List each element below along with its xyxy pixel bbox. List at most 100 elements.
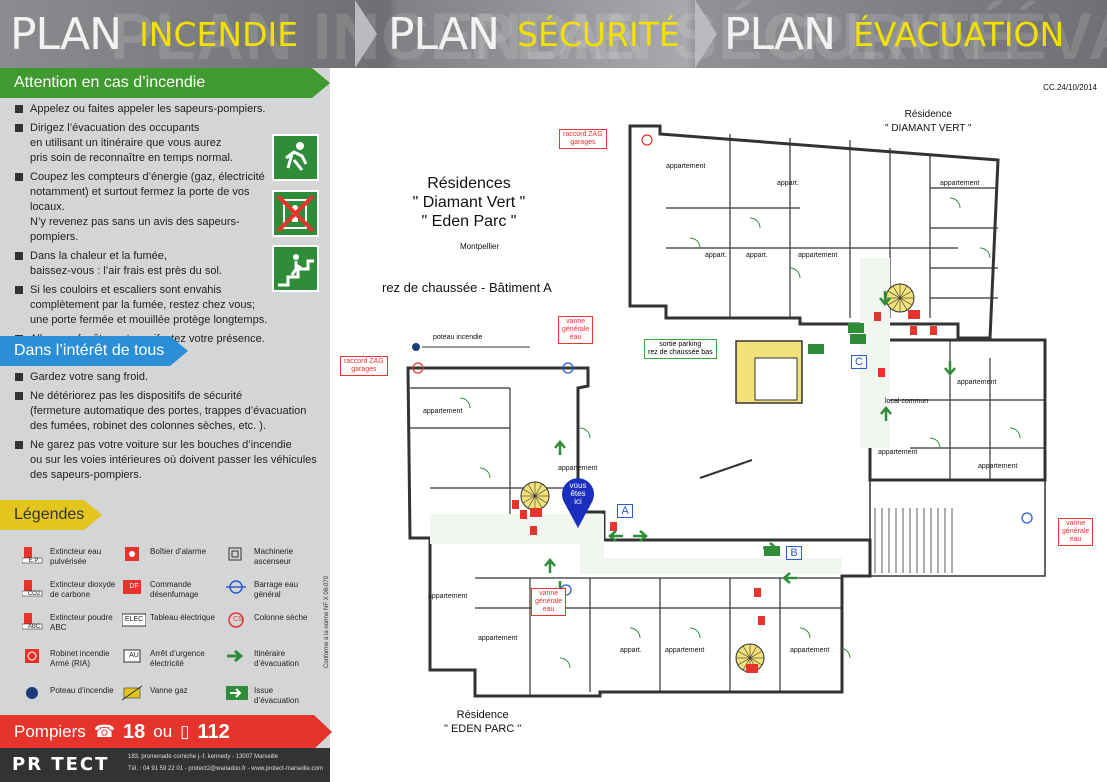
legend-label: Boîtier d’alarme	[150, 547, 207, 556]
dry-riser-icon	[641, 134, 653, 146]
raccord-tag: raccord ZAG garages	[340, 356, 388, 376]
vanne-tag: vanne générale eau	[1058, 518, 1094, 546]
conformity-note: Conforme à la norme NF X 08-070	[324, 575, 330, 668]
door-swing	[749, 217, 761, 229]
building-a-outline	[406, 366, 872, 698]
list-item: Dans la chaleur et la fumée, baissez-vou…	[12, 249, 282, 279]
room-label: appart.	[777, 180, 799, 187]
company-footer: PR TECT 183, promenade corniche j.-f. ke…	[0, 748, 330, 782]
room-label: appartement	[428, 593, 467, 600]
door-swing	[629, 627, 641, 639]
legend-label: Tableau électrique	[150, 613, 215, 622]
extinguisher-icon: E.P.	[21, 546, 43, 564]
interet-list: Gardez votre sang froid. Ne détériorez p…	[12, 370, 317, 487]
pompiers-number-18: 18	[123, 721, 146, 743]
floor-plan-drawing: appartement appartement appartement appart.…	[406, 124, 1047, 698]
sortie-parking-tag: sortie parking rez de chaussée bas	[644, 339, 717, 359]
room-label: appartement	[940, 180, 979, 187]
dry-riser-icon	[412, 362, 424, 374]
header-plan-incendie: PLAN INCENDIE	[10, 0, 298, 68]
local-commun-label: local commun	[885, 398, 929, 405]
room-label: appart.	[746, 252, 768, 259]
company-logo: PR TECT	[12, 754, 110, 775]
stair-step	[892, 297, 901, 311]
fire-hose-icon	[22, 648, 42, 664]
room-label: appartement	[423, 408, 462, 415]
legend-code: ABC	[27, 624, 41, 630]
smoke-control-icon: DF	[122, 579, 142, 595]
legend-label: Itinéraire d’évacuation	[254, 649, 299, 668]
pompiers-ou: ou	[153, 722, 173, 741]
legend-label: Poteau d’incendie	[50, 686, 114, 695]
list-item: Coupez les compteurs d’énergie (gaz, éle…	[12, 170, 282, 245]
stair-step	[534, 488, 548, 497]
stair-step	[892, 285, 901, 299]
list-item: Si les couloirs et escaliers sont envahi…	[12, 283, 282, 328]
stair-step	[522, 488, 536, 497]
list-item: Appelez ou faites appeler les sapeurs-po…	[12, 102, 282, 117]
door-swing	[839, 647, 851, 659]
stair-step	[749, 657, 763, 666]
smoke-control-icon	[908, 310, 920, 319]
hydrant-icon	[22, 685, 42, 701]
list-item: Ne détériorez pas les dispositifs de séc…	[12, 389, 317, 434]
smoke-control-icon	[746, 664, 758, 673]
pompiers-number-112: 112	[197, 721, 230, 743]
stair-step	[534, 495, 548, 504]
door-swing	[459, 397, 471, 409]
plan-level: rez de chaussée - Bâtiment A	[382, 280, 552, 295]
plan-city: Montpellier	[460, 242, 500, 251]
building-c-outline	[628, 124, 1000, 340]
room-label: appart.	[620, 647, 642, 654]
water-valve-icon	[562, 362, 574, 374]
dry-riser-icon: CS	[226, 612, 246, 628]
hydrant-icon	[412, 343, 420, 351]
header-banner: PLAN INCENDIE PLAN SÉCURITÉ PLAN ÉVACUAT…	[0, 0, 1107, 68]
door-swing	[929, 437, 941, 449]
residence-bottom-label: Résidence " EDEN PARC "	[444, 709, 522, 735]
pompiers-banner: Pompiers ☎ 18 ou ▯ 112	[0, 715, 332, 749]
exit-sign-icon	[226, 685, 248, 701]
mobile-icon: ▯	[180, 722, 190, 741]
fire-equipment-icon	[520, 510, 527, 519]
stair-step	[749, 650, 763, 659]
evacuation-arrow-icon	[544, 558, 556, 573]
legend-code: CO2	[27, 591, 41, 597]
list-item: Dirigez l’évacuation des occupants en ut…	[12, 121, 282, 166]
stair-step	[887, 297, 901, 306]
fire-equipment-icon	[512, 500, 519, 509]
legend-code: AU	[129, 652, 139, 659]
attention-heading: Attention en cas d’incendie	[0, 68, 330, 98]
building-b-label: B	[786, 546, 802, 560]
door-swing	[979, 247, 991, 259]
room-label: appartement	[798, 252, 837, 259]
door-swing	[559, 657, 571, 669]
vanne-tag: vanne générale eau	[558, 316, 594, 344]
room-label: appartement	[665, 647, 704, 654]
pompiers-label: Pompiers	[14, 722, 86, 741]
floor-plan: appartement appartement appartement appart.…	[330, 68, 1107, 782]
building-east-outline	[868, 338, 1047, 482]
evacuation-arrow-icon	[944, 361, 956, 376]
door-swing	[799, 627, 811, 639]
legend-label: Extincteur eau pulvérisée	[50, 547, 102, 566]
room-label: appartement	[478, 635, 517, 642]
evacuation-arrow-icon	[782, 572, 797, 584]
stair-step	[534, 483, 543, 497]
no-elevator-sign-icon	[272, 190, 319, 237]
fire-equipment-icon	[754, 588, 761, 597]
water-valve-icon	[1021, 512, 1033, 524]
hydrant-label: poteau incendie	[433, 334, 483, 341]
door-swing	[579, 427, 591, 439]
water-valve-icon	[226, 579, 246, 595]
residence-top-label: Résidence " DIAMANT VERT "	[885, 109, 972, 134]
company-address: 183, promenade corniche j.-f. kennedy - …	[128, 754, 279, 760]
room-label: appartement	[790, 647, 829, 654]
company-contact: Tél. : 04 91 59 22 01 - protect2@wanadoo…	[128, 766, 323, 772]
fire-equipment-icon	[878, 368, 885, 377]
stairs-exit-sign-icon	[272, 245, 319, 292]
fire-equipment-icon	[874, 312, 881, 321]
fire-equipment-icon	[910, 326, 917, 335]
header-chevron	[355, 0, 377, 68]
